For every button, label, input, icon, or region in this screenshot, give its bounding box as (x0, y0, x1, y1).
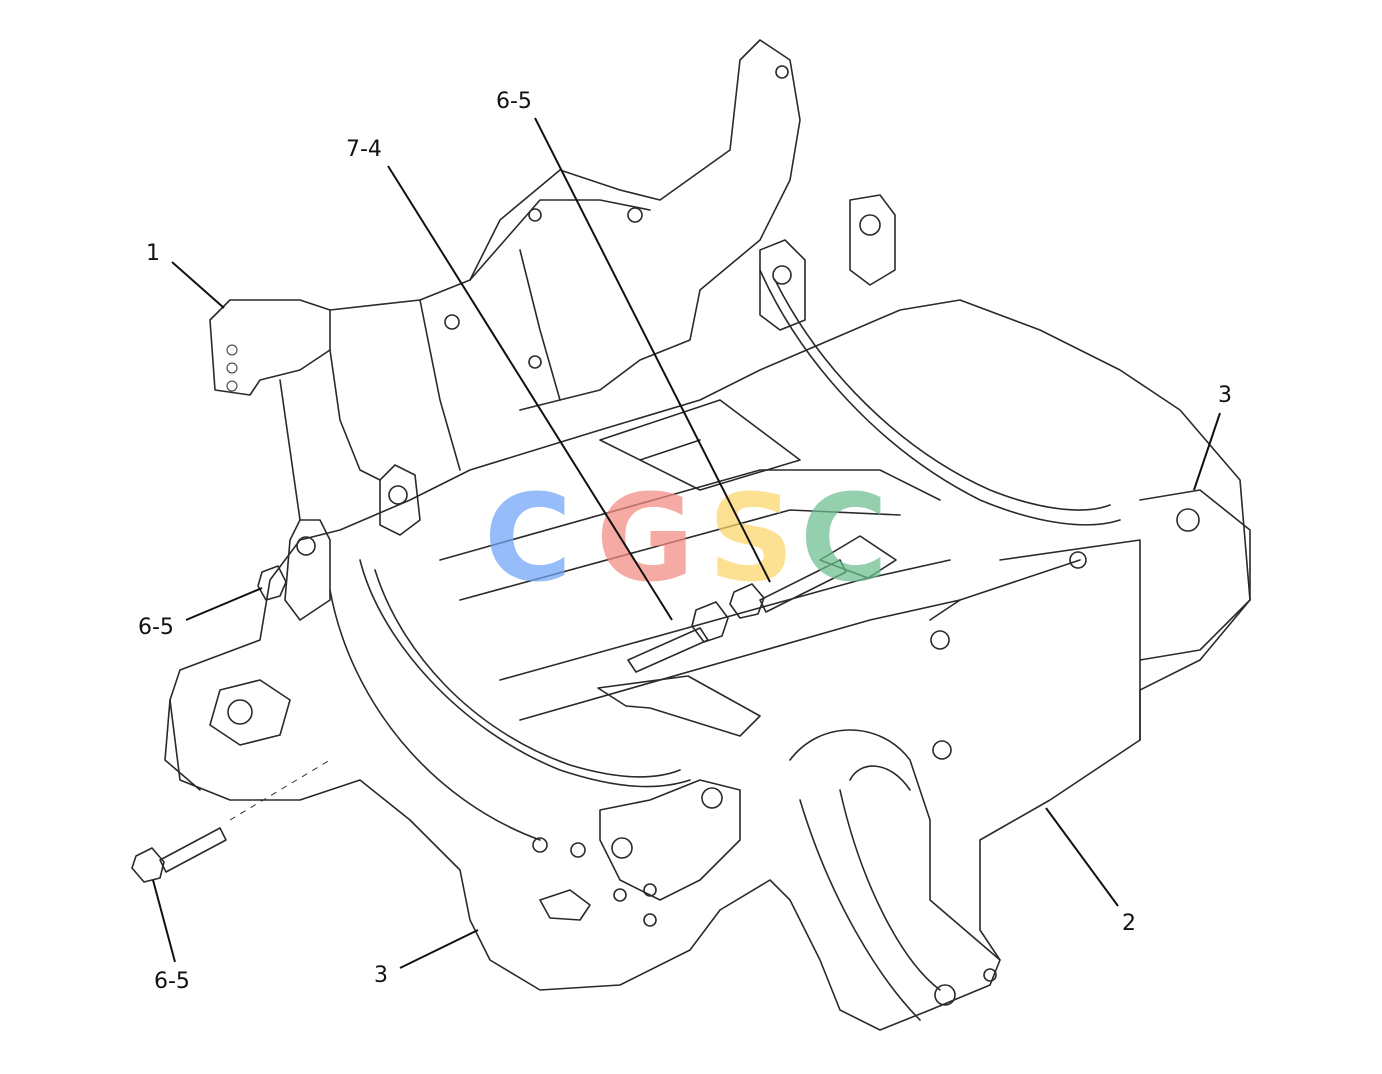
watermark: C G S C (484, 470, 888, 609)
leader-6-5-top (534, 117, 771, 583)
callout-part-1: 1 (146, 241, 160, 266)
leader-1 (171, 261, 225, 309)
bearing-frame-outline (164, 39, 1251, 1031)
bolt-6-5-center (729, 559, 847, 619)
bolt-6-5-bottom (131, 759, 331, 883)
bearing-shell-sheet (597, 535, 897, 737)
callout-part-6-5-left: 6-5 (138, 615, 174, 640)
callout-part-2: 2 (1122, 911, 1136, 936)
watermark-letter-s: S (708, 470, 794, 609)
callout-part-6-5-bottom: 6-5 (154, 969, 190, 994)
callout-part-6-5-top: 6-5 (496, 89, 532, 114)
watermark-letter-c2: C (800, 470, 888, 609)
leader-2 (1045, 807, 1119, 907)
watermark-letter-g: G (596, 470, 695, 609)
watermark-letter-c1: C (484, 470, 572, 609)
bolt-6-5-left (257, 565, 287, 601)
bolt-7-4 (627, 601, 729, 673)
leader-6-5-bottom (152, 879, 176, 963)
callout-labels: 1 7-4 6-5 3 6-5 6-5 3 2 (138, 89, 1232, 994)
leader-7-4 (387, 165, 673, 621)
leader-lines (152, 117, 1221, 969)
leader-6-5-left (185, 587, 263, 621)
callout-part-3-bottom: 3 (374, 963, 388, 988)
callout-part-3-right: 3 (1218, 383, 1232, 408)
leader-3-right (1193, 412, 1221, 491)
callout-part-7-4: 7-4 (346, 137, 382, 162)
leader-3-bottom (399, 929, 479, 969)
